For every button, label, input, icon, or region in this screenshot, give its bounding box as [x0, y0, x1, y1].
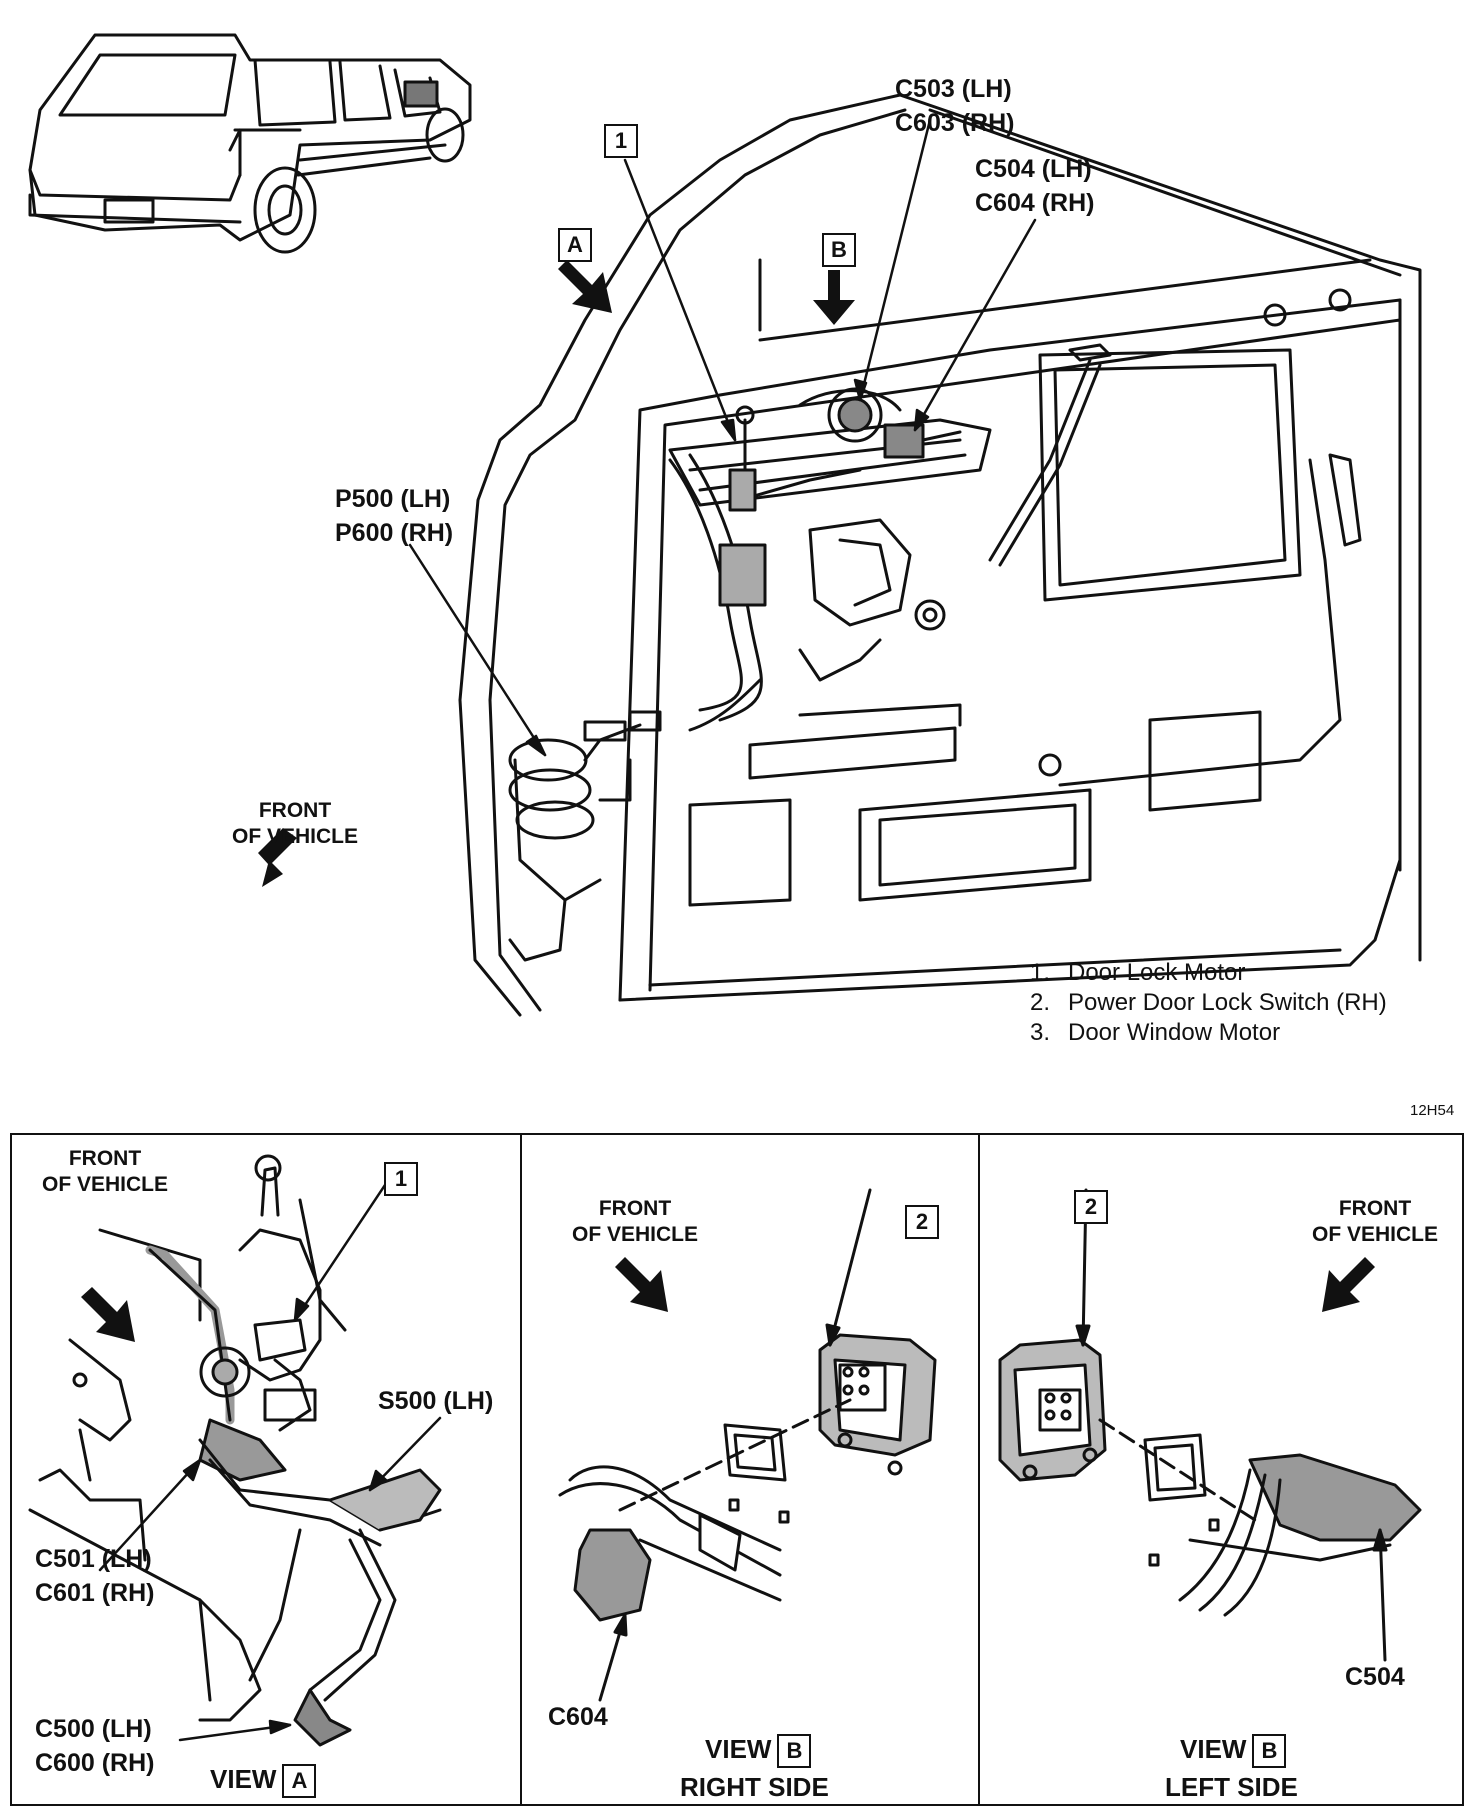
label-c603: C603 (RH): [895, 109, 1015, 137]
callout-a-main: A: [558, 228, 592, 262]
view-b-left-side: LEFT SIDE: [1165, 1772, 1298, 1802]
view-text: VIEW: [1180, 1734, 1247, 1764]
front-line-2: OF VEHICLE: [231, 825, 358, 848]
front-of-vehicle-b-right: FRONT OF VEHICLE: [550, 1196, 720, 1248]
label-c504: C504: [1345, 1663, 1405, 1691]
legend-text: Power Door Lock Switch (RH): [1068, 989, 1387, 1016]
label-c604: C604: [548, 1703, 608, 1731]
callout-2-view-b-right: 2: [905, 1205, 939, 1239]
legend-text: Door Lock Motor: [1068, 959, 1246, 986]
label-c601: C601 (RH): [35, 1579, 155, 1607]
front-of-vehicle-b-left: FRONT OF VEHICLE: [1290, 1196, 1460, 1248]
legend-num: 1.: [1030, 959, 1051, 986]
callout-1-view-a: 1: [384, 1162, 418, 1196]
label-c500: C500 (LH): [35, 1715, 152, 1743]
legend-num: 3.: [1030, 1019, 1051, 1046]
view-box: A: [282, 1764, 317, 1799]
view-b-right-side: RIGHT SIDE: [680, 1772, 829, 1802]
label-s500: S500 (LH): [378, 1387, 494, 1415]
front-line-1: FRONT: [1338, 1197, 1412, 1220]
view-box: B: [777, 1734, 812, 1769]
view-b-left-illustration: [998, 1188, 1422, 1662]
callout-1-main: 1: [604, 124, 638, 158]
legend-text: Door Window Motor: [1068, 1019, 1281, 1046]
label-c600: C600 (RH): [35, 1749, 155, 1777]
front-line-1: FRONT: [258, 799, 332, 822]
label-c604-top: C604 (RH): [975, 189, 1095, 217]
label-p500: P500 (LH): [335, 485, 451, 513]
main-leader-lines: [408, 118, 1037, 757]
parts-legend: 1. Door Lock Motor 2. Power Door Lock Swit…: [1030, 958, 1387, 1048]
legend-item: 1. Door Lock Motor: [1030, 958, 1387, 988]
panel-view-b-left: [978, 1133, 1464, 1806]
view-text: VIEW: [210, 1764, 277, 1794]
view-text: VIEW: [705, 1734, 772, 1764]
door-illustration: [458, 93, 1422, 1017]
vehicle-inset-illustration: [28, 33, 472, 254]
label-c501: C501 (LH): [35, 1545, 152, 1573]
figure-code: 12H54: [1410, 1102, 1455, 1119]
direction-arrows: [258, 260, 855, 887]
front-of-vehicle-main: FRONT OF VEHICLE: [215, 798, 375, 850]
panel-view-a: [10, 1133, 522, 1806]
view-a-leaders: [81, 1168, 442, 1742]
front-line-2: OF VEHICLE: [41, 1173, 168, 1196]
front-line-2: OF VEHICLE: [571, 1223, 698, 1246]
label-c504-top: C504 (LH): [975, 155, 1092, 183]
legend-num: 2.: [1030, 989, 1051, 1016]
callout-b-main: B: [822, 233, 856, 267]
legend-item: 3. Door Window Motor: [1030, 1018, 1387, 1048]
view-b-right-illustration: [558, 1188, 937, 1702]
front-line-2: OF VEHICLE: [1311, 1223, 1438, 1246]
label-c503: C503 (LH): [895, 75, 1012, 103]
front-line-1: FRONT: [598, 1197, 672, 1220]
front-of-vehicle-a: FRONT OF VEHICLE: [20, 1146, 190, 1198]
view-b-arrow: [813, 270, 855, 325]
label-p600: P600 (RH): [335, 519, 454, 547]
legend-item: 2. Power Door Lock Switch (RH): [1030, 988, 1387, 1018]
view-box: B: [1252, 1734, 1287, 1769]
view-a-arrow: [558, 260, 612, 313]
callout-2-view-b-left: 2: [1074, 1190, 1108, 1224]
front-line-1: FRONT: [68, 1147, 142, 1170]
front-arrow-main: [258, 828, 297, 887]
view-a-illustration: [28, 1154, 442, 1747]
